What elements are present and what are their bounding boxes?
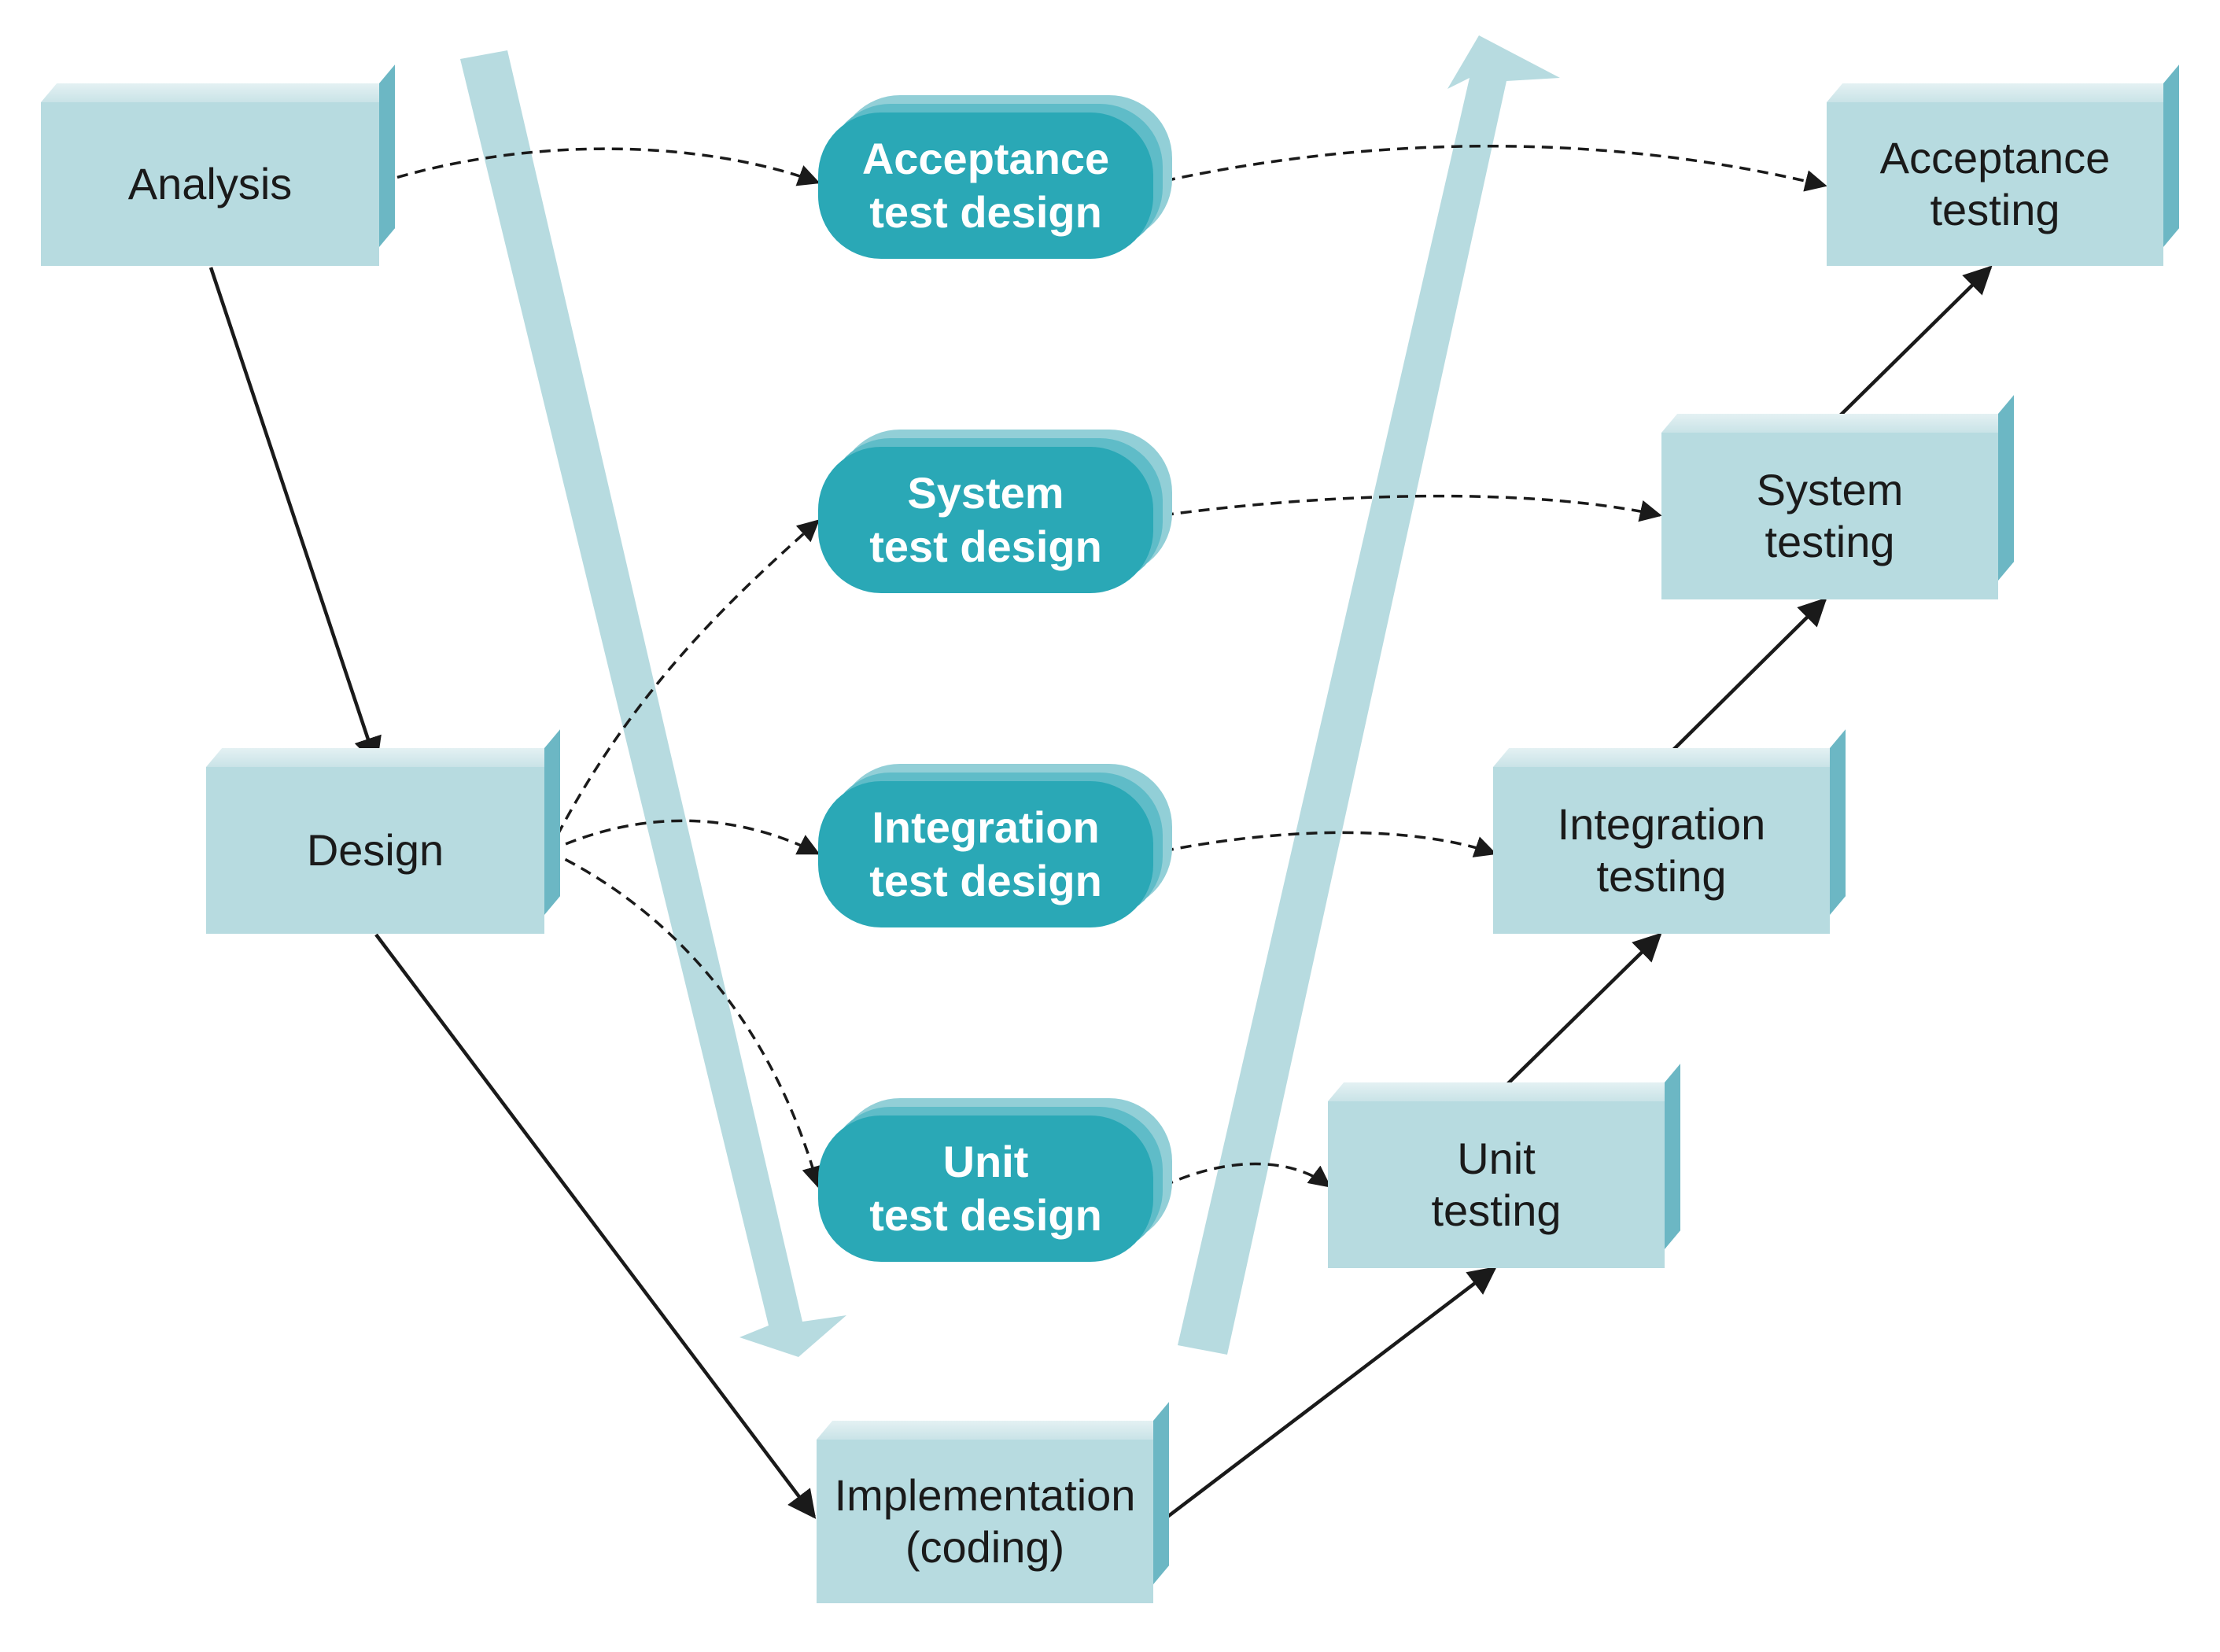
dashed-design-to-unit-design [548, 850, 824, 1189]
acceptance-testing-label-line2: testing [1930, 185, 2060, 234]
design-label: Design [306, 825, 444, 875]
arrow-design-to-implementation [374, 933, 817, 1519]
unit-testing-label-line1: Unit [1457, 1134, 1536, 1183]
unit-test-design: Unit test design [818, 1098, 1172, 1262]
acceptance-testing-box: Acceptance testing [1827, 65, 2180, 266]
analysis-label: Analysis [127, 159, 293, 208]
system-testing-label-line1: System [1756, 465, 1904, 514]
integration-test-design: Integration test design [818, 764, 1172, 927]
arrow-analysis-to-design [208, 267, 382, 766]
acceptance-testing-label-line1: Acceptance [1879, 133, 2111, 183]
big-down-arrow [460, 50, 846, 1357]
integration-testing-label-line2: testing [1596, 851, 1727, 901]
integration-testing-label-line1: Integration [1557, 799, 1766, 849]
big-up-arrow [1178, 35, 1560, 1355]
integration-testing-box: Integration testing [1493, 729, 1846, 934]
unit-testing-label-line2: testing [1431, 1186, 1562, 1235]
arrow-integration-to-system-testing [1660, 597, 1827, 763]
system-test-design: System test design [818, 430, 1172, 593]
acceptance-test-design: Acceptance test design [818, 95, 1172, 259]
implementation-label-line2: (coding) [905, 1522, 1065, 1572]
dashed-design-to-system-design [548, 519, 821, 852]
analysis-box: Analysis [41, 65, 396, 266]
arrow-system-to-acceptance-testing [1825, 265, 1993, 430]
dashed-integration-design-to-integration-testing [1162, 831, 1497, 857]
system-testing-box: System testing [1661, 395, 2015, 599]
implementation-box: Implementation (coding) [817, 1402, 1170, 1603]
integration-test-design-line2: test design [869, 856, 1102, 905]
integration-test-design-line1: Integration [872, 802, 1100, 852]
dashed-acceptance-design-to-acceptance-testing [1163, 145, 1827, 192]
unit-test-design-line1: Unit [942, 1137, 1029, 1186]
dashed-analysis-to-acceptance-design [379, 147, 821, 186]
implementation-label-line1: Implementation [834, 1470, 1136, 1520]
unit-testing-box: Unit testing [1328, 1064, 1681, 1268]
system-test-design-line1: System [907, 468, 1064, 518]
arrow-implementation-to-unit-testing [1159, 1266, 1497, 1524]
system-test-design-line2: test design [869, 522, 1102, 571]
acceptance-test-design-line2: test design [869, 187, 1102, 237]
design-box: Design [206, 729, 561, 934]
dashed-design-to-integration-design [548, 819, 821, 855]
system-testing-label-line2: testing [1765, 517, 1895, 566]
unit-test-design-line2: test design [869, 1190, 1102, 1240]
dashed-unit-design-to-unit-testing [1162, 1162, 1332, 1188]
dashed-system-design-to-system-testing [1162, 494, 1662, 522]
acceptance-test-design-line1: Acceptance [861, 134, 1110, 183]
arrow-unit-to-integration-testing [1495, 932, 1662, 1097]
